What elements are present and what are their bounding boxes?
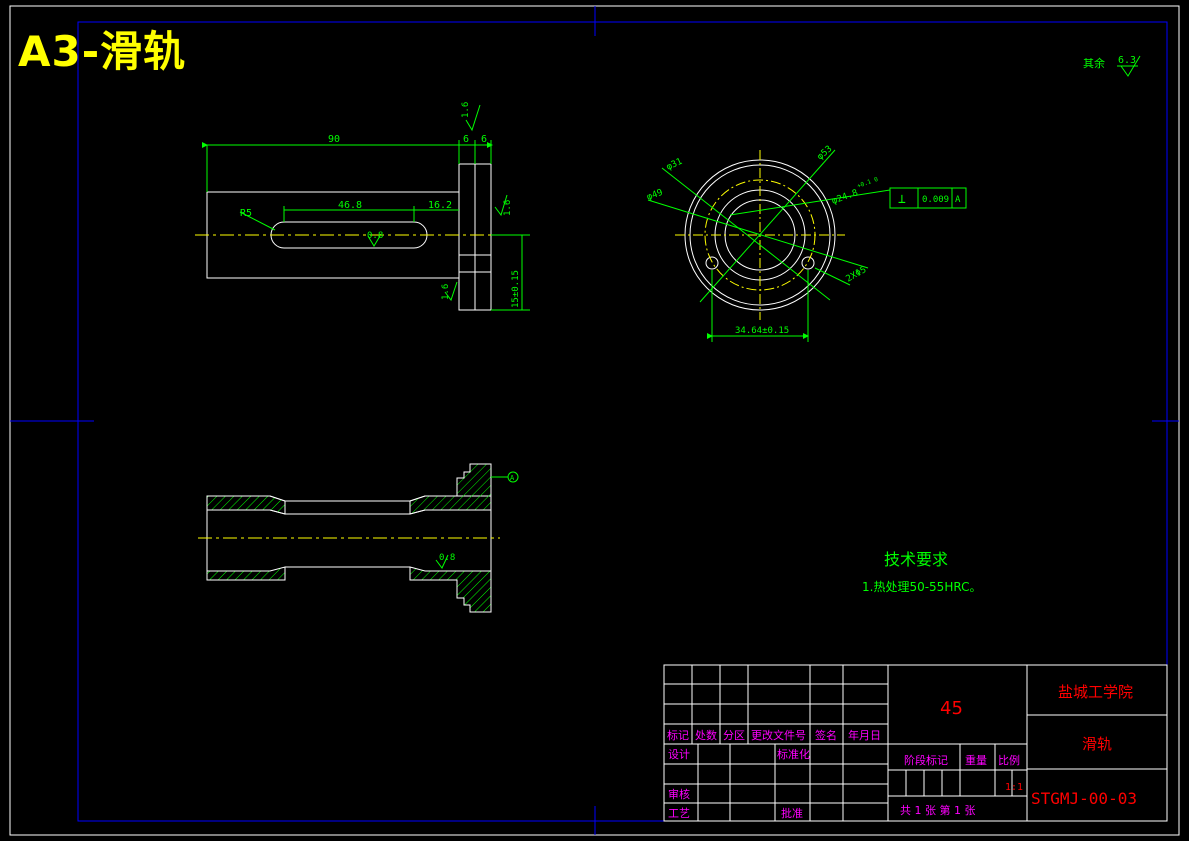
hole-left bbox=[705, 256, 719, 270]
tb-pizhun: 批准 bbox=[781, 806, 803, 820]
gdt-datum: A bbox=[955, 195, 961, 205]
notes-title: 技术要求 bbox=[884, 550, 948, 569]
dim-d31: φ31 bbox=[665, 157, 684, 173]
surface-label: 其余 bbox=[1083, 56, 1105, 70]
inner-frame bbox=[77, 21, 1168, 822]
tb-h-nianyueri: 年月日 bbox=[848, 728, 881, 742]
dim-height: 15±0.15 bbox=[511, 270, 521, 308]
center-marks bbox=[10, 6, 1179, 835]
tb-biaozhunhua: 标准化 bbox=[777, 747, 810, 761]
dim-slot-offset: 16.2 bbox=[428, 200, 452, 211]
side-view: φ31 φ53 φ49 φ24.8 +0.1 0 2XΦ5 34.64±0.15… bbox=[646, 144, 967, 342]
dim-length: 90 bbox=[328, 134, 340, 145]
surface-note: 其余 6.3 bbox=[1083, 55, 1141, 77]
dim-holes: 2XΦ5 bbox=[845, 265, 869, 285]
dim-d49: φ49 bbox=[646, 188, 665, 203]
tb-h-genggai: 更改文件号 bbox=[751, 728, 806, 742]
tb-h-qianming: 签名 bbox=[815, 728, 837, 742]
notes-item1: 1.热处理50-55HRC。 bbox=[862, 580, 981, 594]
dim-roughness-right: 1.6 bbox=[503, 200, 513, 216]
tb-gongyi: 工艺 bbox=[668, 807, 690, 820]
front-view: 90 6 6 46.8 16.2 R5 0.8 1.6 1.6 1.6 15±0… bbox=[195, 102, 530, 311]
tb-h-chushu: 处数 bbox=[695, 729, 717, 742]
tb-bili: 比例 bbox=[998, 753, 1020, 767]
tb-part-name: 滑轨 bbox=[1082, 735, 1112, 753]
dim-roughness-section: 0.8 bbox=[439, 553, 455, 563]
tb-sheets: 共 1 张 第 1 张 bbox=[900, 803, 975, 817]
dim-d24-tol: +0.1 0 bbox=[856, 176, 879, 190]
tb-drawing-no: STGMJ-00-03 bbox=[1031, 789, 1137, 808]
dim-slot-length: 46.8 bbox=[338, 200, 362, 211]
hole-right bbox=[801, 256, 815, 270]
tb-jieduan: 阶段标记 bbox=[904, 753, 948, 767]
section-view: 0.8 A bbox=[198, 463, 519, 613]
dim-roughness-top: 1.6 bbox=[461, 102, 471, 118]
tb-h-biaoji: 标记 bbox=[667, 728, 689, 742]
tb-shenhe: 审核 bbox=[668, 787, 690, 801]
dim-flange-a: 6 bbox=[463, 134, 469, 145]
dim-spacing: 34.64±0.15 bbox=[735, 326, 789, 336]
title-block: 45 盐城工学院 滑轨 STGMJ-00-03 标记 处数 分区 更改文件号 签… bbox=[663, 664, 1168, 822]
tb-h-fenqu: 分区 bbox=[723, 729, 745, 742]
surface-value: 6.3 bbox=[1118, 55, 1136, 66]
tb-sheji: 设计 bbox=[668, 748, 690, 761]
gdt-value: 0.009 bbox=[922, 195, 949, 205]
tb-zhongliang: 重量 bbox=[965, 753, 987, 767]
dim-flange-b: 6 bbox=[481, 134, 487, 145]
datum-label: A bbox=[510, 474, 515, 482]
tb-school: 盐城工学院 bbox=[1058, 683, 1133, 701]
gdt-symbol: ⊥ bbox=[898, 192, 906, 207]
dim-roughness-slot: 0.8 bbox=[367, 231, 383, 241]
dim-d53: φ53 bbox=[816, 144, 835, 162]
overlay-title: A3-滑轨 bbox=[18, 27, 187, 76]
tb-material: 45 bbox=[940, 698, 963, 719]
technical-notes: 技术要求 1.热处理50-55HRC。 bbox=[862, 550, 981, 594]
dim-radius: R5 bbox=[240, 208, 252, 219]
dim-roughness-bottom: 1.6 bbox=[441, 284, 451, 300]
dim-d24: φ24.8 bbox=[831, 188, 860, 207]
outer-frame bbox=[9, 5, 1180, 836]
tb-scale: 1:1 bbox=[1005, 782, 1023, 793]
